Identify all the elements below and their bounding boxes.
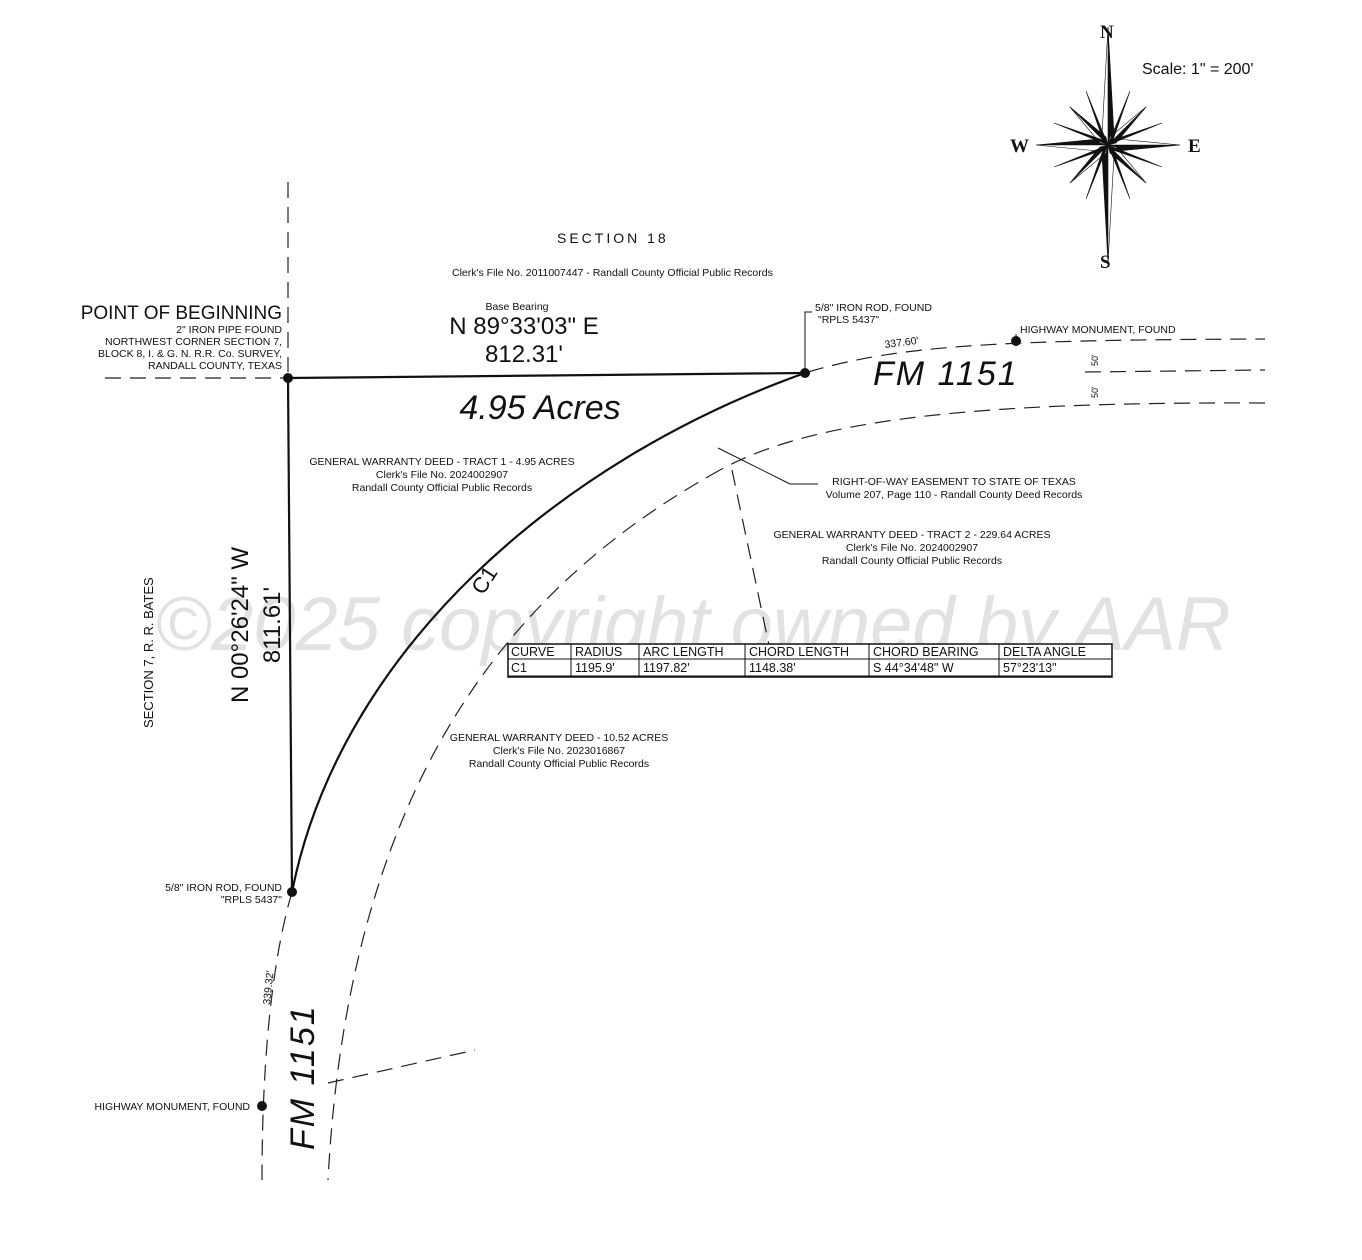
tract2-line2: Clerk's File No. 2024002907 xyxy=(846,542,978,554)
tract2-note: GENERAL WARRANTY DEED - TRACT 2 - 229.64… xyxy=(774,529,1051,567)
tract1-line1: GENERAL WARRANTY DEED - TRACT 1 - 4.95 A… xyxy=(309,456,574,468)
curve-table-cell: 1195.9' xyxy=(575,661,615,675)
road-south-dist: 339.32' xyxy=(261,970,277,1005)
monument-sw-point xyxy=(257,1101,267,1111)
pob-point xyxy=(283,373,293,383)
tract1-note: GENERAL WARRANTY DEED - TRACT 1 - 4.95 A… xyxy=(309,456,574,494)
road-east-name: FM 1151 xyxy=(873,355,1019,393)
road-south-west-edge xyxy=(261,891,293,1181)
row-easement-leader xyxy=(717,447,791,485)
row-south-edge xyxy=(327,469,721,1181)
pob-line3: BLOCK 8, I. & G. N. R.R. Co. SURVEY, xyxy=(98,348,282,360)
road-east-width-2: 50' xyxy=(1090,386,1100,398)
north-line-bearing: N 89°33'03" E xyxy=(449,313,598,340)
compass-rose-icon xyxy=(1035,26,1181,264)
row-easement-note: RIGHT-OF-WAY EASEMENT TO STATE OF TEXAS … xyxy=(826,476,1083,501)
tract1-line3: Randall County Official Public Records xyxy=(352,482,532,494)
pob-line2: NORTHWEST CORNER SECTION 7, xyxy=(105,336,282,348)
tract-divider-dash xyxy=(731,469,771,651)
road-east-width-1: 50' xyxy=(1090,354,1100,366)
section-7-label: SECTION 7, R. R. BATES xyxy=(141,577,156,728)
tract1-curve-c1 xyxy=(290,371,806,893)
compass-north: N xyxy=(1100,22,1114,43)
curve-table-cell: 1197.82' xyxy=(643,661,690,675)
tract3-line2: Clerk's File No. 2023016867 xyxy=(493,745,625,757)
iron-rod-sw-line1: 5/8" IRON ROD, FOUND xyxy=(165,882,282,894)
iron-rod-ne-line2: "RPLS 5437" xyxy=(818,314,879,326)
tract1-line2: Clerk's File No. 2024002907 xyxy=(376,469,508,481)
section-18-label: SECTION 18 xyxy=(557,230,669,246)
road-east-north-edge xyxy=(807,338,1266,373)
tract2-line1: GENERAL WARRANTY DEED - TRACT 2 - 229.64… xyxy=(774,529,1051,541)
road-east-centerline xyxy=(1084,369,1266,373)
road-east-south-edge xyxy=(719,402,1266,471)
curve-table-cell: 57°23'13" xyxy=(1003,661,1057,675)
north-line-distance: 812.31' xyxy=(485,341,563,368)
monument-sw-label: HIGHWAY MONUMENT, FOUND xyxy=(94,1101,250,1113)
tract3-line3: Randall County Official Public Records xyxy=(469,758,649,770)
tract1-north-line xyxy=(287,371,806,380)
curve-table: CURVE RADIUS ARC LENGTH CHORD LENGTH CHO… xyxy=(507,643,1113,678)
area-label: 4.95 Acres xyxy=(459,389,620,427)
monument-ne-label: HIGHWAY MONUMENT, FOUND xyxy=(1020,324,1176,336)
compass-east: E xyxy=(1188,136,1201,157)
curve-table-header-arc: ARC LENGTH xyxy=(643,645,724,659)
scale-label: Scale: 1" = 200' xyxy=(1142,61,1253,78)
compass-south: S xyxy=(1100,252,1111,273)
tract1-west-line xyxy=(286,377,294,893)
iron-rod-ne-leader xyxy=(804,311,812,368)
curve-table-header-chord-length: CHORD LENGTH xyxy=(749,645,849,659)
curve-table-header-chord-bearing: CHORD BEARING xyxy=(873,645,979,659)
tract3-line1: GENERAL WARRANTY DEED - 10.52 ACRES xyxy=(450,732,668,744)
section-18-clerk: Clerk's File No. 2011007447 - Randall Co… xyxy=(452,267,773,279)
curve-table-header-radius: RADIUS xyxy=(575,645,622,659)
base-bearing-label: Base Bearing xyxy=(485,301,548,313)
pob-title: POINT OF BEGINNING xyxy=(81,303,282,324)
west-line-distance: 811.61' xyxy=(259,587,286,663)
road-east-dist: 337.60' xyxy=(884,335,919,351)
curve-table-cell: S 44°34'48" W xyxy=(873,661,954,675)
tract-divider-south xyxy=(327,1049,476,1084)
iron-rod-ne-point xyxy=(800,368,810,378)
row-easement-line2: Volume 207, Page 110 - Randall County De… xyxy=(826,489,1083,501)
monument-ne-point xyxy=(1011,336,1021,346)
iron-rod-ne-line1: 5/8" IRON ROD, FOUND xyxy=(815,302,932,314)
curve-table-header-delta: DELTA ANGLE xyxy=(1003,645,1086,659)
iron-rod-sw-point xyxy=(287,887,297,897)
curve-table-cell: C1 xyxy=(511,661,527,675)
curve-table-cell: 1148.38' xyxy=(749,661,796,675)
pob-line4: RANDALL COUNTY, TEXAS xyxy=(148,360,282,372)
road-south-name: FM 1151 xyxy=(284,1004,322,1150)
tract2-line3: Randall County Official Public Records xyxy=(822,555,1002,567)
row-easement-line1: RIGHT-OF-WAY EASEMENT TO STATE OF TEXAS xyxy=(832,476,1076,488)
pob-line1: 2" IRON PIPE FOUND xyxy=(176,324,282,336)
compass-west: W xyxy=(1010,136,1029,157)
iron-rod-sw-line2: "RPLS 5437" xyxy=(221,894,282,906)
curve-table-header-curve: CURVE xyxy=(511,645,555,659)
west-line-bearing: N 00°26'24" W xyxy=(227,547,254,703)
tract3-note: GENERAL WARRANTY DEED - 10.52 ACRES Cler… xyxy=(450,732,668,770)
